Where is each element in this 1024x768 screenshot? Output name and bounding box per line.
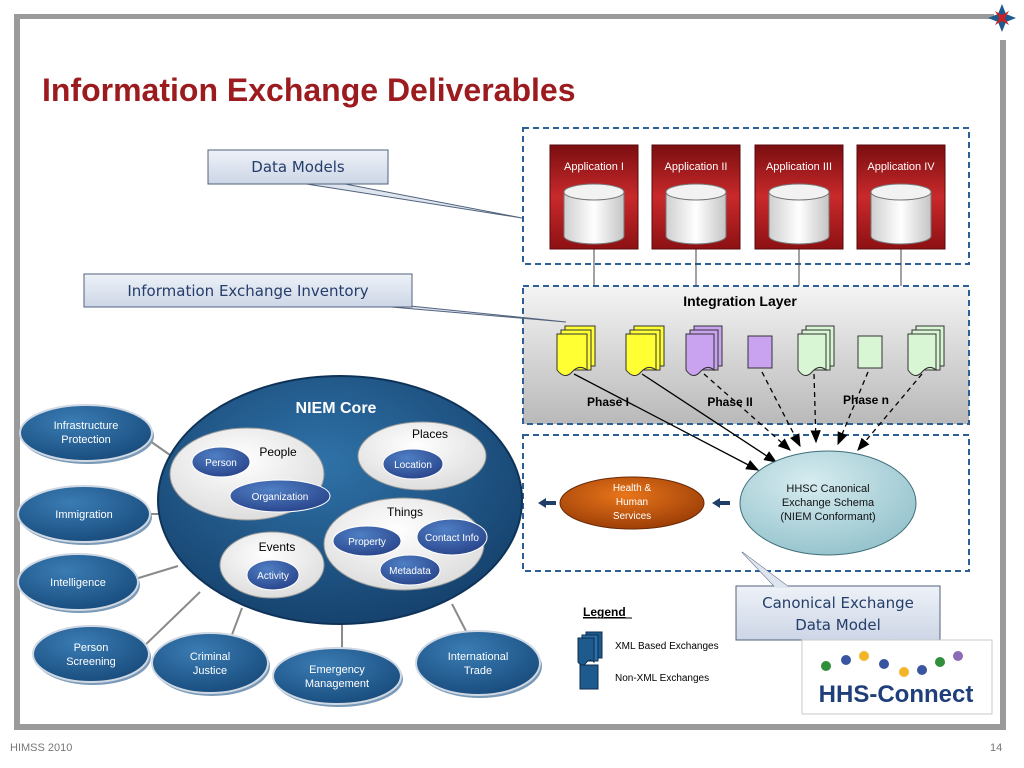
niem-domains: Infrastructure Protection Immigration In… [17, 404, 542, 707]
infrastructure-line2: Protection [61, 434, 111, 446]
applications: Application I Application II Application I… [549, 144, 946, 250]
organization-item: Organization [252, 492, 309, 503]
slide-frame [14, 14, 1006, 730]
domain-immigration: Immigration [17, 485, 152, 545]
phase-1-label: Phase I [587, 395, 629, 409]
xml-exchange-document-yellow-1 [556, 325, 596, 376]
hhs-line2: Human [616, 497, 648, 508]
database-icon [768, 191, 830, 245]
intelligence-label: Intelligence [50, 577, 106, 589]
hhs-connect-logo: HHS-Connect [801, 639, 993, 715]
corner-star-icon [988, 4, 1016, 32]
legend-xml-label: XML Based Exchanges [615, 641, 719, 652]
domain-criminal-justice: Criminal Justice [151, 632, 270, 696]
schema-line3: (NIEM Conformant) [780, 511, 875, 523]
page-number: 14 [990, 742, 1003, 754]
app-connectors [593, 247, 902, 286]
events-label: Events [259, 540, 296, 554]
legend-title: Legend [583, 605, 626, 619]
database-icon-top [563, 183, 625, 201]
activity-item: Activity [257, 571, 289, 582]
property-item: Property [348, 537, 386, 548]
database-icon-top [665, 183, 727, 201]
hhs-line1: Health & [613, 483, 652, 494]
domain-infrastructure-protection: Infrastructure Protection [19, 404, 154, 464]
person-screening-line2: Screening [66, 656, 116, 668]
canonical-data-model-callout: Canonical Exchange Data Model [735, 551, 941, 641]
hhs-connect-wordmark: HHS-Connect [819, 681, 974, 708]
schema-line2: Exchange Schema [782, 497, 875, 509]
domain-international-trade: International Trade [415, 630, 542, 698]
flow-arrows [538, 498, 730, 508]
xml-exchange-legend-icon [577, 631, 603, 666]
database-icon-top [870, 183, 932, 201]
canonical-schema-node: HHSC Canonical Exchange Schema (NIEM Con… [739, 450, 917, 556]
xml-exchange-document-green-1 [797, 325, 835, 376]
phase-2-label: Phase II [707, 395, 752, 409]
domain-intelligence: Intelligence [17, 553, 140, 613]
application-4: Application IV [856, 144, 946, 250]
canonical-callout-line1: Canonical Exchange [762, 594, 914, 612]
non-xml-exchange-legend-icon [579, 664, 599, 690]
non-xml-exchange-document-purple [747, 335, 773, 369]
emergency-line2: Management [305, 678, 369, 690]
person-item: Person [205, 458, 237, 469]
exchange-box [522, 434, 970, 572]
metadata-item: Metadata [389, 566, 431, 577]
integration-layer-box [522, 285, 970, 425]
database-icon [870, 191, 932, 245]
integration-layer-title: Integration Layer [683, 293, 797, 309]
exchange-inventory-callout: Information Exchange Inventory [83, 273, 567, 323]
application-4-label: Application IV [867, 161, 935, 173]
trade-line1: International [448, 651, 509, 663]
application-1: Application I [549, 144, 639, 250]
application-1-label: Application I [564, 161, 624, 173]
legend: Legend XML Based Exchanges Non-XML Excha… [577, 605, 719, 690]
xml-exchange-document-yellow-2 [625, 325, 665, 376]
contact-info-item: Contact Info [425, 533, 479, 544]
niem-core-title: NIEM Core [296, 400, 377, 417]
trade-line2: Trade [464, 665, 492, 677]
emergency-line1: Emergency [309, 664, 365, 676]
domain-person-screening: Person Screening [32, 625, 151, 685]
phase-n-label: Phase n [843, 393, 889, 407]
database-icon [665, 191, 727, 245]
application-2-label: Application II [665, 161, 728, 173]
person-screening-line1: Person [74, 642, 109, 654]
immigration-label: Immigration [55, 509, 112, 521]
database-icon-top [768, 183, 830, 201]
data-models-callout: Data Models [207, 149, 523, 219]
criminal-justice-line2: Justice [193, 665, 227, 677]
database-icon [563, 191, 625, 245]
schema-line1: HHSC Canonical [786, 483, 869, 495]
infrastructure-line1: Infrastructure [54, 420, 119, 432]
footer-source: HIMSS 2010 [10, 742, 73, 754]
health-human-services-node: Health & Human Services [559, 476, 705, 530]
location-item: Location [394, 460, 432, 471]
things-label: Things [387, 505, 423, 519]
application-2: Application II [651, 144, 741, 250]
non-xml-exchange-document-green [857, 335, 883, 369]
exchange-inventory-label: Information Exchange Inventory [127, 282, 368, 300]
exchange-arrows [573, 371, 923, 471]
applications-box [522, 127, 970, 265]
niem-core: NIEM Core People Person Organization Pla… [157, 375, 523, 625]
data-models-label: Data Models [251, 158, 345, 176]
xml-exchange-document-purple [685, 325, 723, 376]
domain-emergency-management: Emergency Management [272, 647, 403, 707]
slide-title: Information Exchange Deliverables [42, 72, 576, 108]
people-label: People [259, 445, 297, 459]
exchange-documents [556, 325, 945, 376]
hhs-line3: Services [613, 511, 651, 522]
application-3: Application III [754, 144, 844, 250]
places-label: Places [412, 427, 448, 441]
canonical-callout-line2: Data Model [795, 616, 881, 634]
criminal-justice-line1: Criminal [190, 651, 230, 663]
xml-exchange-document-green-2 [907, 325, 945, 376]
application-3-label: Application III [766, 161, 832, 173]
legend-non-xml-label: Non-XML Exchanges [615, 673, 709, 684]
